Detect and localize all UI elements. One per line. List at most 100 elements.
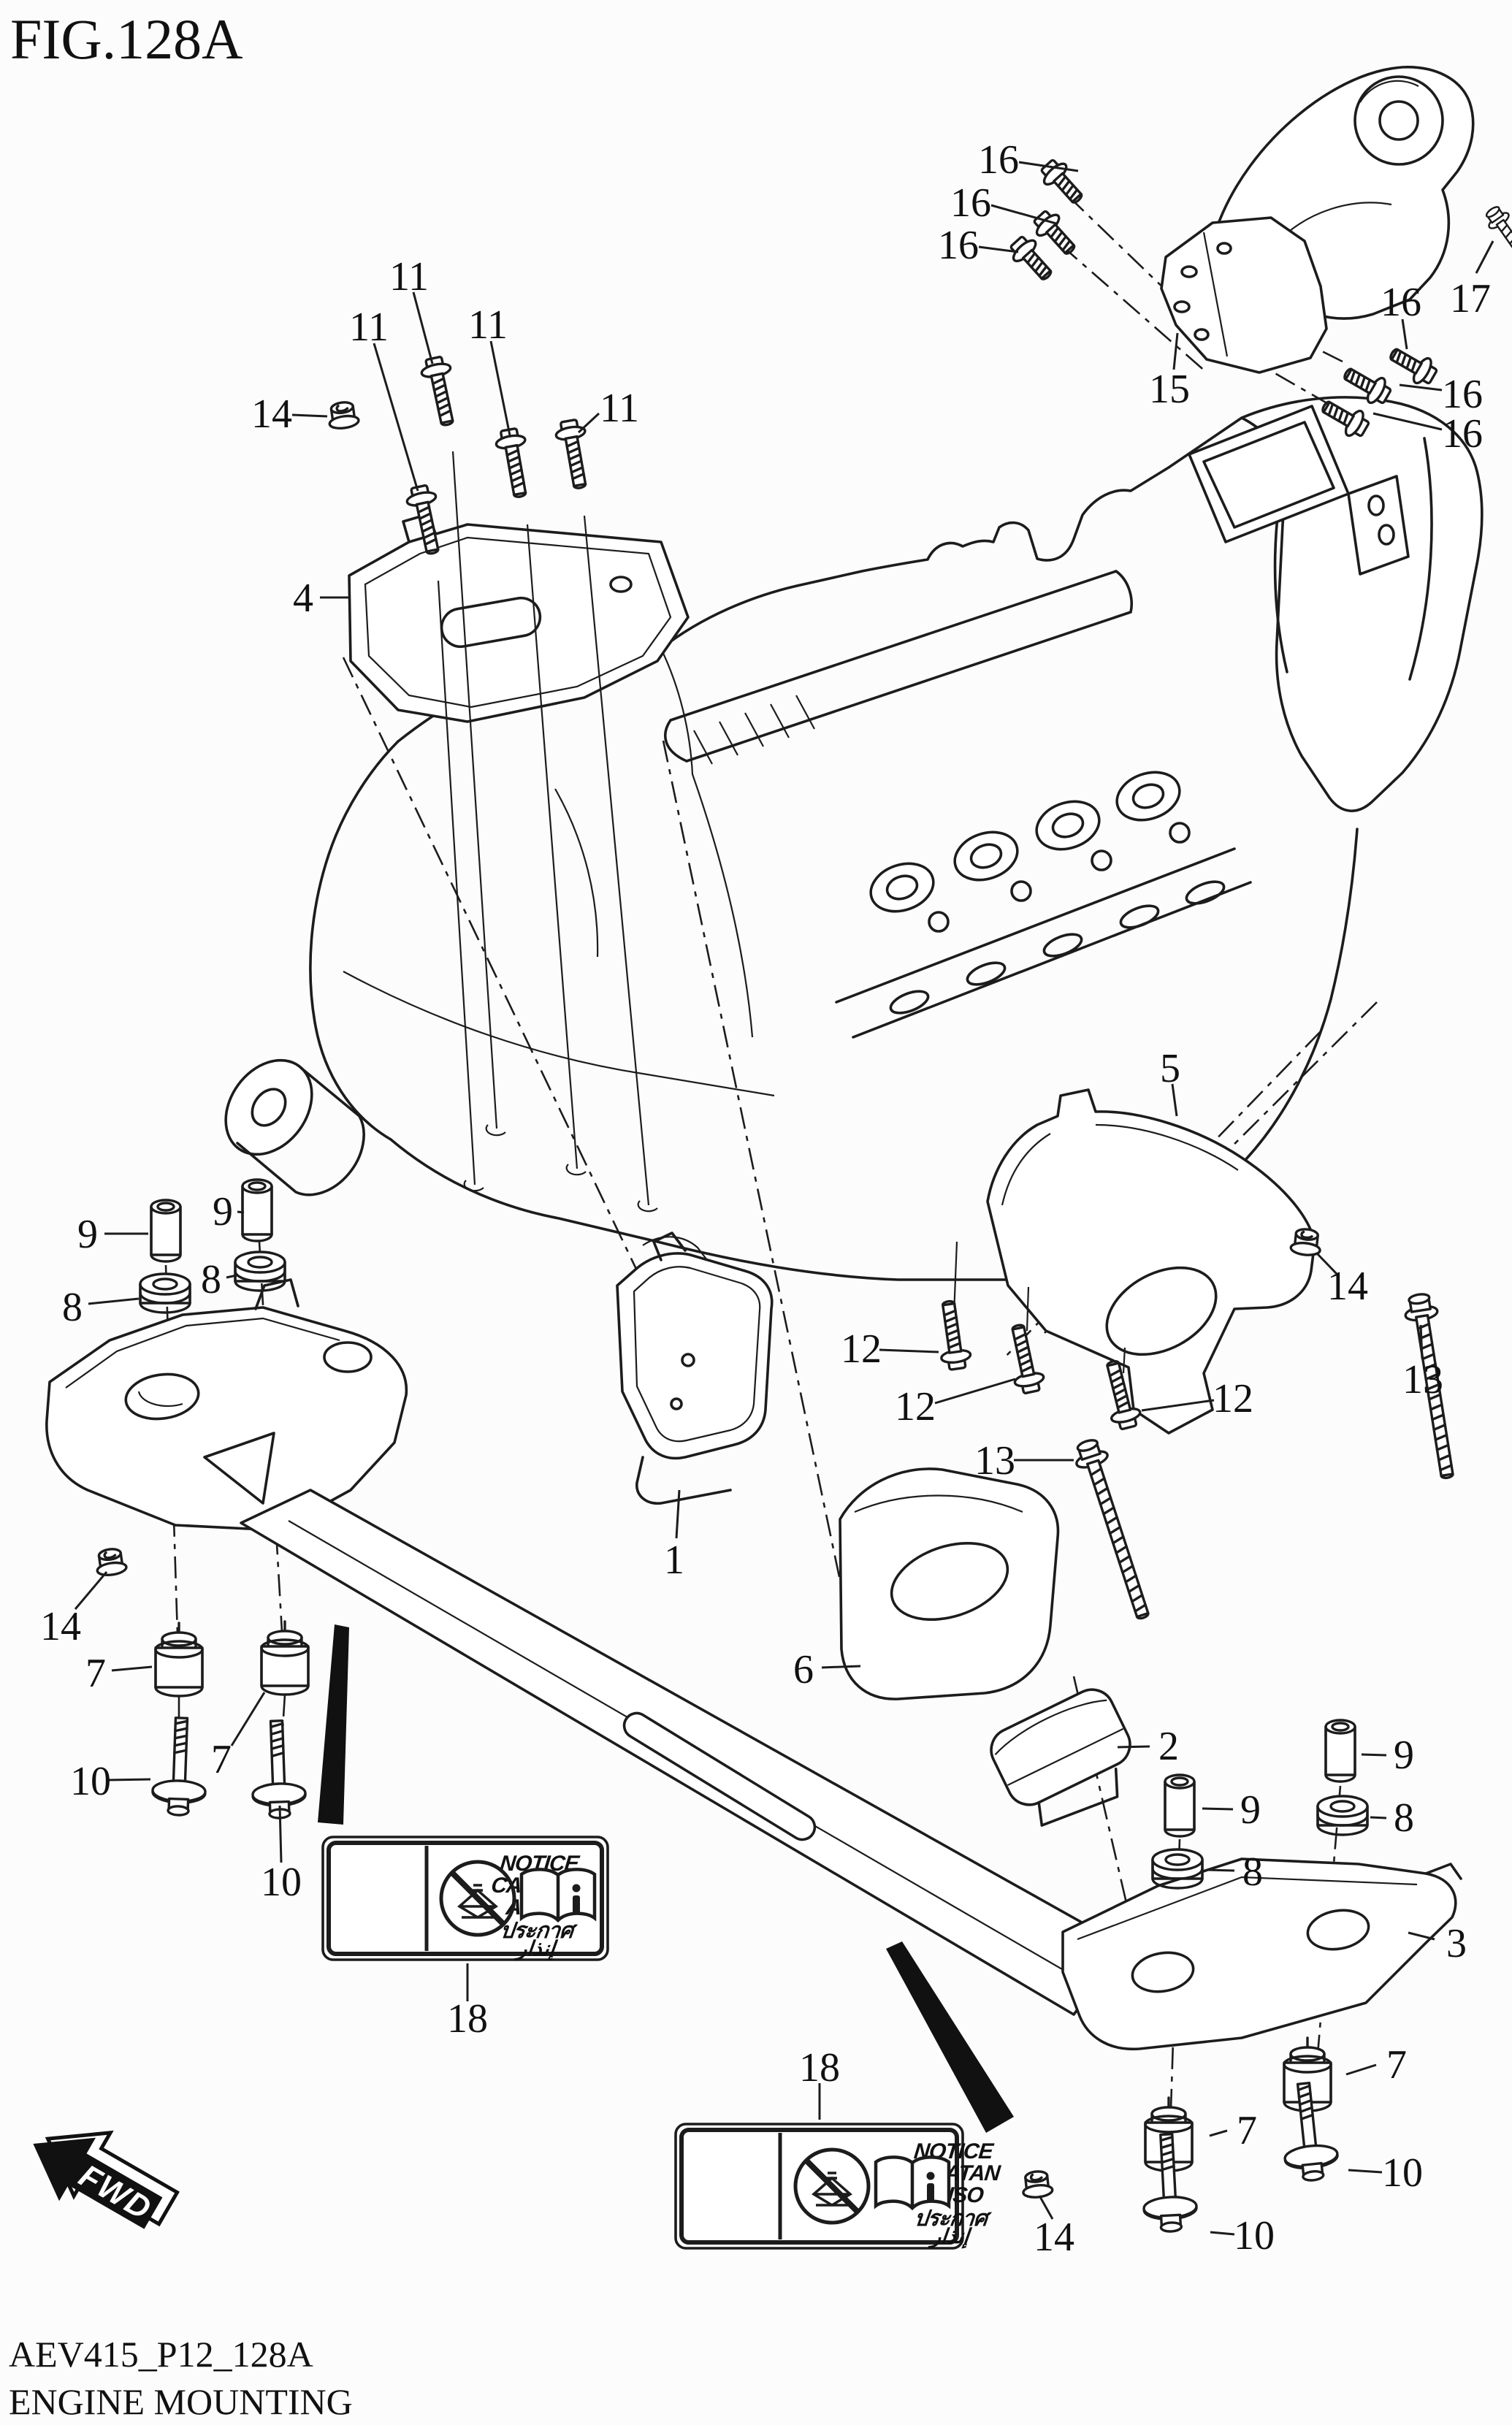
svg-text:16: 16 — [950, 180, 991, 226]
callout-16: 16 — [1399, 372, 1483, 417]
svg-text:16: 16 — [938, 223, 979, 268]
heat-shield-6 — [839, 1467, 1060, 1700]
svg-text:16: 16 — [1442, 411, 1483, 457]
svg-text:5: 5 — [1160, 1046, 1180, 1091]
callout-10: 10 — [261, 1805, 302, 1905]
svg-text:8: 8 — [201, 1257, 221, 1302]
callout-16: 16 — [1372, 411, 1483, 457]
callout-16: 16 — [978, 137, 1079, 183]
svg-text:18: 18 — [799, 2045, 840, 2090]
svg-text:2: 2 — [1158, 1724, 1179, 1769]
no-jack-icon — [793, 2147, 871, 2225]
svg-text:14: 14 — [1034, 2215, 1074, 2260]
svg-text:9: 9 — [213, 1189, 233, 1234]
svg-text:18: 18 — [447, 1996, 488, 2042]
svg-text:4: 4 — [293, 576, 313, 621]
svg-text:6: 6 — [793, 1647, 814, 1692]
svg-text:10: 10 — [1382, 2150, 1423, 2196]
svg-text:8: 8 — [62, 1285, 83, 1330]
head-rail — [835, 847, 1252, 1039]
callout-4: 4 — [293, 576, 351, 621]
callout-11: 11 — [577, 386, 639, 434]
drawing-code: AEV415_P12_128A — [9, 2334, 313, 2375]
callout-9: 9 — [213, 1189, 245, 1234]
svg-text:15: 15 — [1149, 367, 1190, 412]
svg-text:13: 13 — [1402, 1357, 1443, 1402]
engine-drawing — [224, 396, 1484, 1281]
svg-text:7: 7 — [1386, 2042, 1407, 2088]
callout-11: 11 — [389, 254, 434, 364]
mount-2 — [990, 1688, 1131, 1827]
callout-16: 16 — [1381, 280, 1421, 350]
callout-3: 3 — [1408, 1921, 1467, 1966]
side-plate — [1347, 475, 1410, 576]
callout-8: 8 — [1206, 1849, 1263, 1895]
svg-text:8: 8 — [1394, 1795, 1414, 1841]
svg-text:11: 11 — [349, 305, 389, 350]
callout-14: 14 — [1034, 2195, 1074, 2260]
svg-text:17: 17 — [1450, 276, 1491, 321]
svg-text:11: 11 — [468, 302, 508, 348]
owners-manual-icon — [519, 1868, 597, 1923]
svg-text:9: 9 — [77, 1212, 98, 1257]
svg-text:11: 11 — [389, 254, 429, 299]
no-jack-icon — [439, 1860, 516, 1937]
callout-12: 12 — [841, 1326, 939, 1372]
mount-bushing — [1353, 75, 1444, 166]
svg-text:10: 10 — [261, 1860, 302, 1905]
svg-text:8: 8 — [1242, 1849, 1263, 1895]
callout-1: 1 — [664, 1489, 684, 1583]
callout-8: 8 — [1370, 1795, 1414, 1841]
svg-text:11: 11 — [600, 386, 639, 431]
callout-10: 10 — [1210, 2213, 1275, 2258]
svg-text:إنذار: إنذار — [927, 2225, 973, 2249]
callout-14: 14 — [251, 392, 328, 437]
callout-5: 5 — [1160, 1046, 1180, 1117]
callout-2: 2 — [1117, 1724, 1179, 1769]
callout-13: 13 — [974, 1438, 1074, 1483]
callout-12: 12 — [1141, 1376, 1253, 1421]
callout-9: 9 — [77, 1212, 148, 1257]
svg-text:7: 7 — [1237, 2108, 1257, 2153]
svg-text:14: 14 — [251, 392, 292, 437]
valve-cover — [664, 570, 1133, 763]
svg-text:12: 12 — [895, 1384, 936, 1429]
callout-14: 14 — [1316, 1252, 1368, 1309]
callout-10: 10 — [70, 1759, 151, 1804]
svg-text:16: 16 — [978, 137, 1019, 183]
bracket-4 — [348, 513, 690, 723]
callout-7: 7 — [211, 1692, 266, 1782]
svg-text:12: 12 — [1213, 1376, 1253, 1421]
svg-text:13: 13 — [974, 1438, 1015, 1483]
svg-text:7: 7 — [85, 1651, 106, 1696]
crossmember — [45, 1278, 1462, 2051]
callout-14: 14 — [40, 1571, 108, 1649]
svg-text:ประกาศ: ประกาศ — [913, 2207, 993, 2231]
pulley-cylinder — [224, 1058, 313, 1156]
svg-text:10: 10 — [70, 1759, 111, 1804]
beam-slot — [622, 1711, 817, 1841]
svg-text:1: 1 — [664, 1538, 684, 1583]
svg-text:إنذار: إنذار — [513, 1937, 559, 1961]
bracket-1 — [616, 1231, 774, 1505]
callout-8: 8 — [62, 1285, 140, 1330]
svg-text:3: 3 — [1446, 1921, 1467, 1966]
callout-13: 13 — [1402, 1324, 1443, 1402]
svg-text:14: 14 — [1327, 1264, 1368, 1309]
svg-text:16: 16 — [1442, 372, 1483, 417]
callout-18: 18 — [799, 2045, 840, 2120]
notice-label-1: NOTICE CATATAN AVISO ประกาศ إنذار — [321, 1836, 609, 1961]
drawing-title: ENGINE MOUNTING — [9, 2381, 353, 2422]
callout-16: 16 — [938, 223, 1019, 268]
svg-text:12: 12 — [841, 1326, 882, 1372]
callouts: 16 16 16 17 16 15 16 16 11 11 11 14 11 4… — [40, 137, 1494, 2260]
notice-label-2: NOTICE CATATAN AVISO ประกาศ إنذار — [674, 2123, 1002, 2250]
bracket-5 — [952, 1088, 1316, 1435]
engine-left-outline — [309, 740, 400, 1141]
callout-15: 15 — [1149, 332, 1190, 412]
callout-16: 16 — [950, 180, 1057, 226]
svg-text:14: 14 — [40, 1604, 81, 1649]
svg-text:ประกาศ: ประกาศ — [499, 1919, 579, 1943]
callout-7: 7 — [1209, 2108, 1257, 2153]
